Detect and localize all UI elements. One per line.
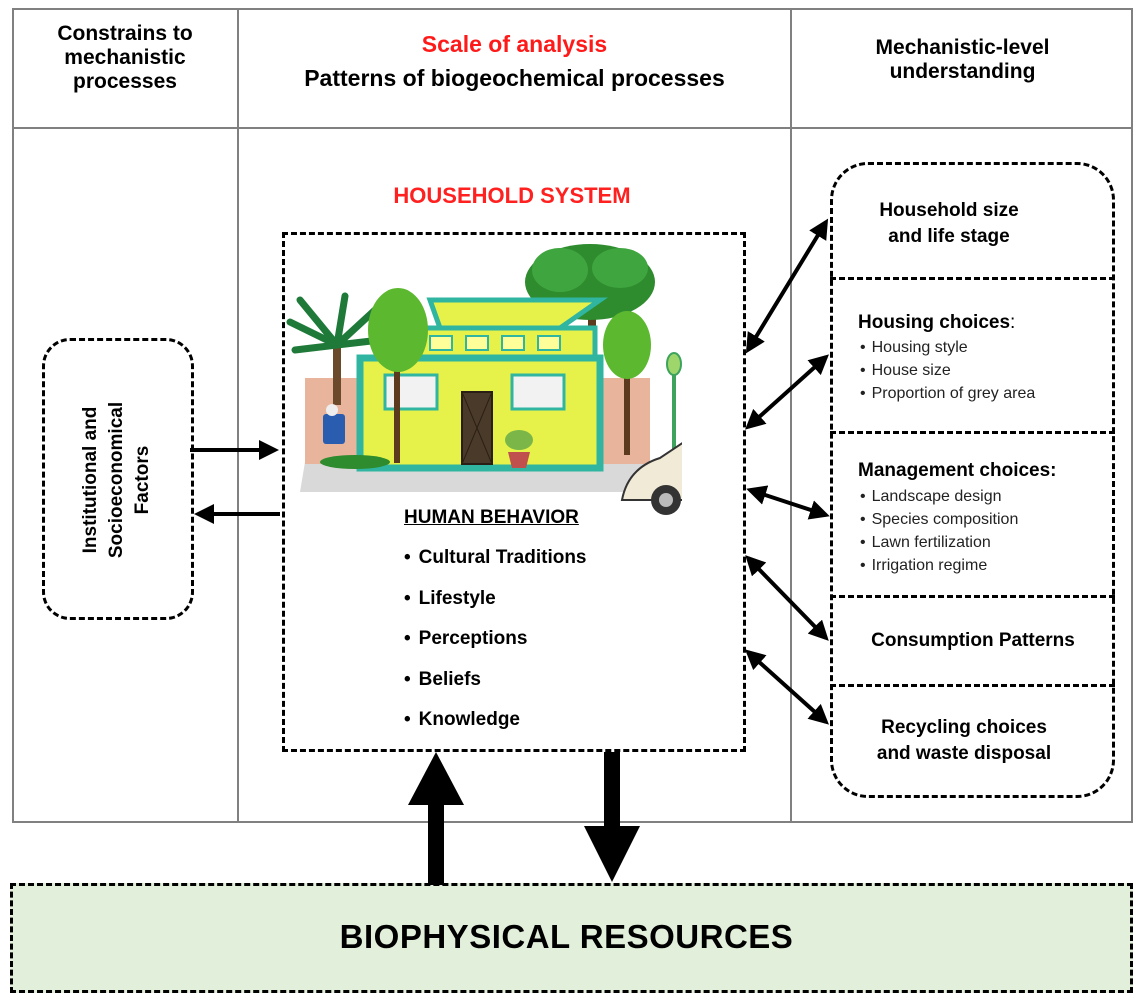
arrow-down-to-resources	[584, 752, 640, 882]
header-left: Constrains to mechanistic processes	[14, 22, 236, 94]
header-scale: Scale of analysis	[421, 31, 608, 57]
biophysical-resources-box	[10, 883, 1133, 993]
recycling-line: Recycling choices	[881, 717, 1047, 738]
list-item: Irrigation regime	[860, 554, 1018, 577]
flower-pot-icon	[505, 430, 533, 468]
household-size-line: and life stage	[888, 226, 1010, 247]
header-patterns: Patterns of biogeochemical processes	[304, 65, 725, 91]
housing-choices-list: Housing style House size Proportion of g…	[860, 336, 1036, 405]
header-left-line: mechanistic	[64, 46, 186, 69]
management-choices-title: Management choices:	[858, 460, 1057, 481]
table-frame	[12, 8, 1133, 823]
list-item: Beliefs	[404, 665, 587, 706]
recycling-line: and waste disposal	[876, 743, 1052, 764]
list-item: Species composition	[860, 508, 1019, 531]
header-right-line: Mechanistic-level	[875, 36, 1050, 59]
housing-title-colon: :	[1010, 312, 1016, 333]
list-item: House size	[860, 359, 1035, 382]
list-item: Perceptions	[404, 624, 587, 665]
household-size-label: Household size and life stage	[830, 198, 1068, 250]
arrow-management-choices	[746, 485, 830, 520]
institutional-factors-box	[42, 338, 194, 620]
box-divider	[830, 595, 1115, 598]
arrow-housing-choices	[745, 354, 829, 430]
household-system-title: HOUSEHOLD SYSTEM	[393, 183, 631, 208]
arrow-consumption	[745, 555, 829, 641]
column-divider-left	[237, 8, 239, 823]
box-divider	[830, 684, 1115, 687]
arrow-recycling	[745, 649, 829, 725]
list-item: Lawn fertilization	[860, 531, 1018, 554]
header-right-line: understanding	[889, 60, 1036, 83]
household-illustration	[286, 244, 682, 515]
list-item: Knowledge	[404, 705, 587, 746]
household-size-line: Household size	[879, 200, 1019, 221]
list-item: Lifestyle	[404, 584, 587, 625]
arrow-up-to-household	[408, 752, 464, 885]
tree-icon	[603, 311, 651, 455]
household-system-box	[282, 232, 746, 752]
trash-can-icon	[323, 404, 345, 444]
human-behavior-title: HUMAN BEHAVIOR	[404, 507, 579, 528]
header-right: Mechanistic-level understanding	[792, 36, 1133, 84]
car-icon	[620, 442, 682, 515]
mechanistic-box	[830, 162, 1115, 798]
palm-tree-icon	[286, 292, 384, 405]
list-item: Cultural Traditions	[404, 543, 587, 584]
header-divider	[12, 127, 1133, 129]
header-left-line: Constrains to	[57, 22, 193, 45]
housing-title-text: Housing choices	[858, 312, 1011, 333]
header-left-line: processes	[73, 70, 177, 93]
recycling-label: Recycling choices and waste disposal	[830, 715, 1098, 767]
street-lamp-icon	[666, 352, 682, 455]
human-behavior-list: Cultural Traditions Lifestyle Perception…	[404, 543, 587, 746]
arrow-household-size	[745, 218, 829, 354]
list-item: Landscape design	[860, 485, 1018, 508]
biophysical-resources-label: BIOPHYSICAL RESOURCES	[339, 918, 794, 955]
hedge	[320, 455, 390, 469]
housing-choices-title: Housing choices:	[858, 312, 1015, 334]
consumption-patterns-label: Consumption Patterns	[871, 630, 1075, 651]
box-divider	[830, 277, 1115, 280]
box-divider	[830, 431, 1115, 434]
list-item: Housing style	[860, 336, 1035, 359]
management-choices-list: Landscape design Species composition Law…	[860, 485, 1019, 577]
list-item: Proportion of grey area	[860, 382, 1036, 405]
tree-icon	[368, 288, 428, 463]
